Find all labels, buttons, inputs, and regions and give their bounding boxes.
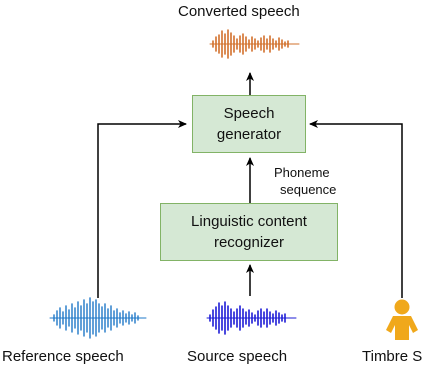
arrow-timbre-to-generator — [309, 120, 403, 298]
reference-speech-label: Reference speech — [2, 348, 124, 365]
recognizer-line1: Linguistic content — [191, 213, 307, 230]
converted-speech-waveform-icon — [209, 29, 300, 59]
speech-generator-line2: generator — [216, 126, 282, 143]
phoneme-label-line2: sequence — [280, 182, 337, 197]
recognizer-line2: recognizer — [213, 234, 285, 251]
content-recognizer-box: Linguistic content recognizer — [160, 203, 338, 261]
source-speech-waveform-icon — [206, 301, 297, 335]
speech-generator-line1: Speech — [223, 105, 275, 122]
phoneme-label-line1: Phoneme — [274, 165, 330, 180]
source-speech-label: Source speech — [187, 348, 288, 365]
reference-speech-waveform-icon — [49, 297, 147, 339]
arrow-reference-to-generator — [97, 120, 187, 298]
phoneme-sequence-label: Phoneme sequence — [274, 164, 336, 198]
timbre-person-icon — [386, 299, 418, 340]
timbre-label: Timbre S — [362, 348, 423, 365]
speech-generator-box: Speech generator — [192, 95, 306, 153]
converted-speech-label: Converted speech — [178, 3, 300, 20]
